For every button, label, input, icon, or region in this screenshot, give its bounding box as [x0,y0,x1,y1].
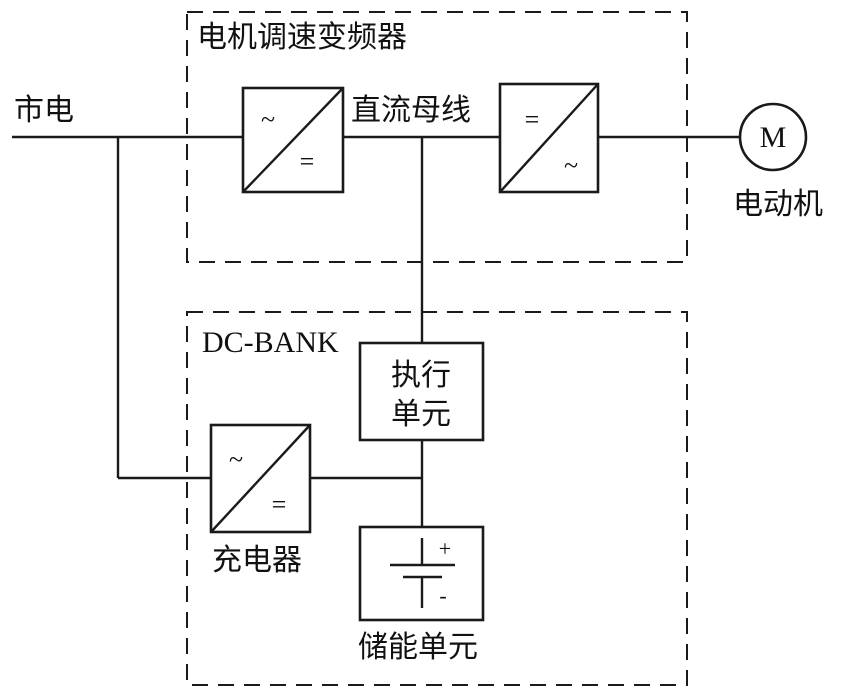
battery-plus-symbol: + [439,536,451,561]
rectifier-ac-symbol: ~ [261,105,275,134]
charger-dc-symbol: = [272,490,287,519]
battery-icon [390,538,455,608]
storage-unit-label: 储能单元 [358,630,478,665]
charger-ac-symbol: ~ [229,445,243,474]
inverter-ac-symbol: ~ [564,151,578,180]
charger-block: ~ = [209,423,312,534]
storage-unit-block: + - [358,525,485,622]
exec-unit-label-line2: 单元 [391,397,451,432]
inverter-dc-symbol: = [525,105,540,134]
motor-symbol: M [738,102,808,172]
vfd-group-label: 电机调速变频器 [197,20,407,55]
rectifier-dc-symbol: = [300,147,315,176]
battery-minus-symbol: - [439,583,446,608]
motor-letter: M [760,121,787,154]
dcbank-group-label: DC-BANK [202,326,339,359]
inverter-block: = ~ [498,82,600,194]
exec-unit-block: 执行 单元 [358,341,485,442]
charger-label: 充电器 [212,543,302,578]
rectifier-block: ~ = [241,86,345,194]
grid-label: 市电 [14,93,74,128]
exec-unit-label-line1: 执行 [391,358,451,393]
motor-label: 电动机 [733,187,823,222]
dc-bus-label: 直流母线 [351,93,471,128]
dcbank-group-boundary [186,311,688,686]
